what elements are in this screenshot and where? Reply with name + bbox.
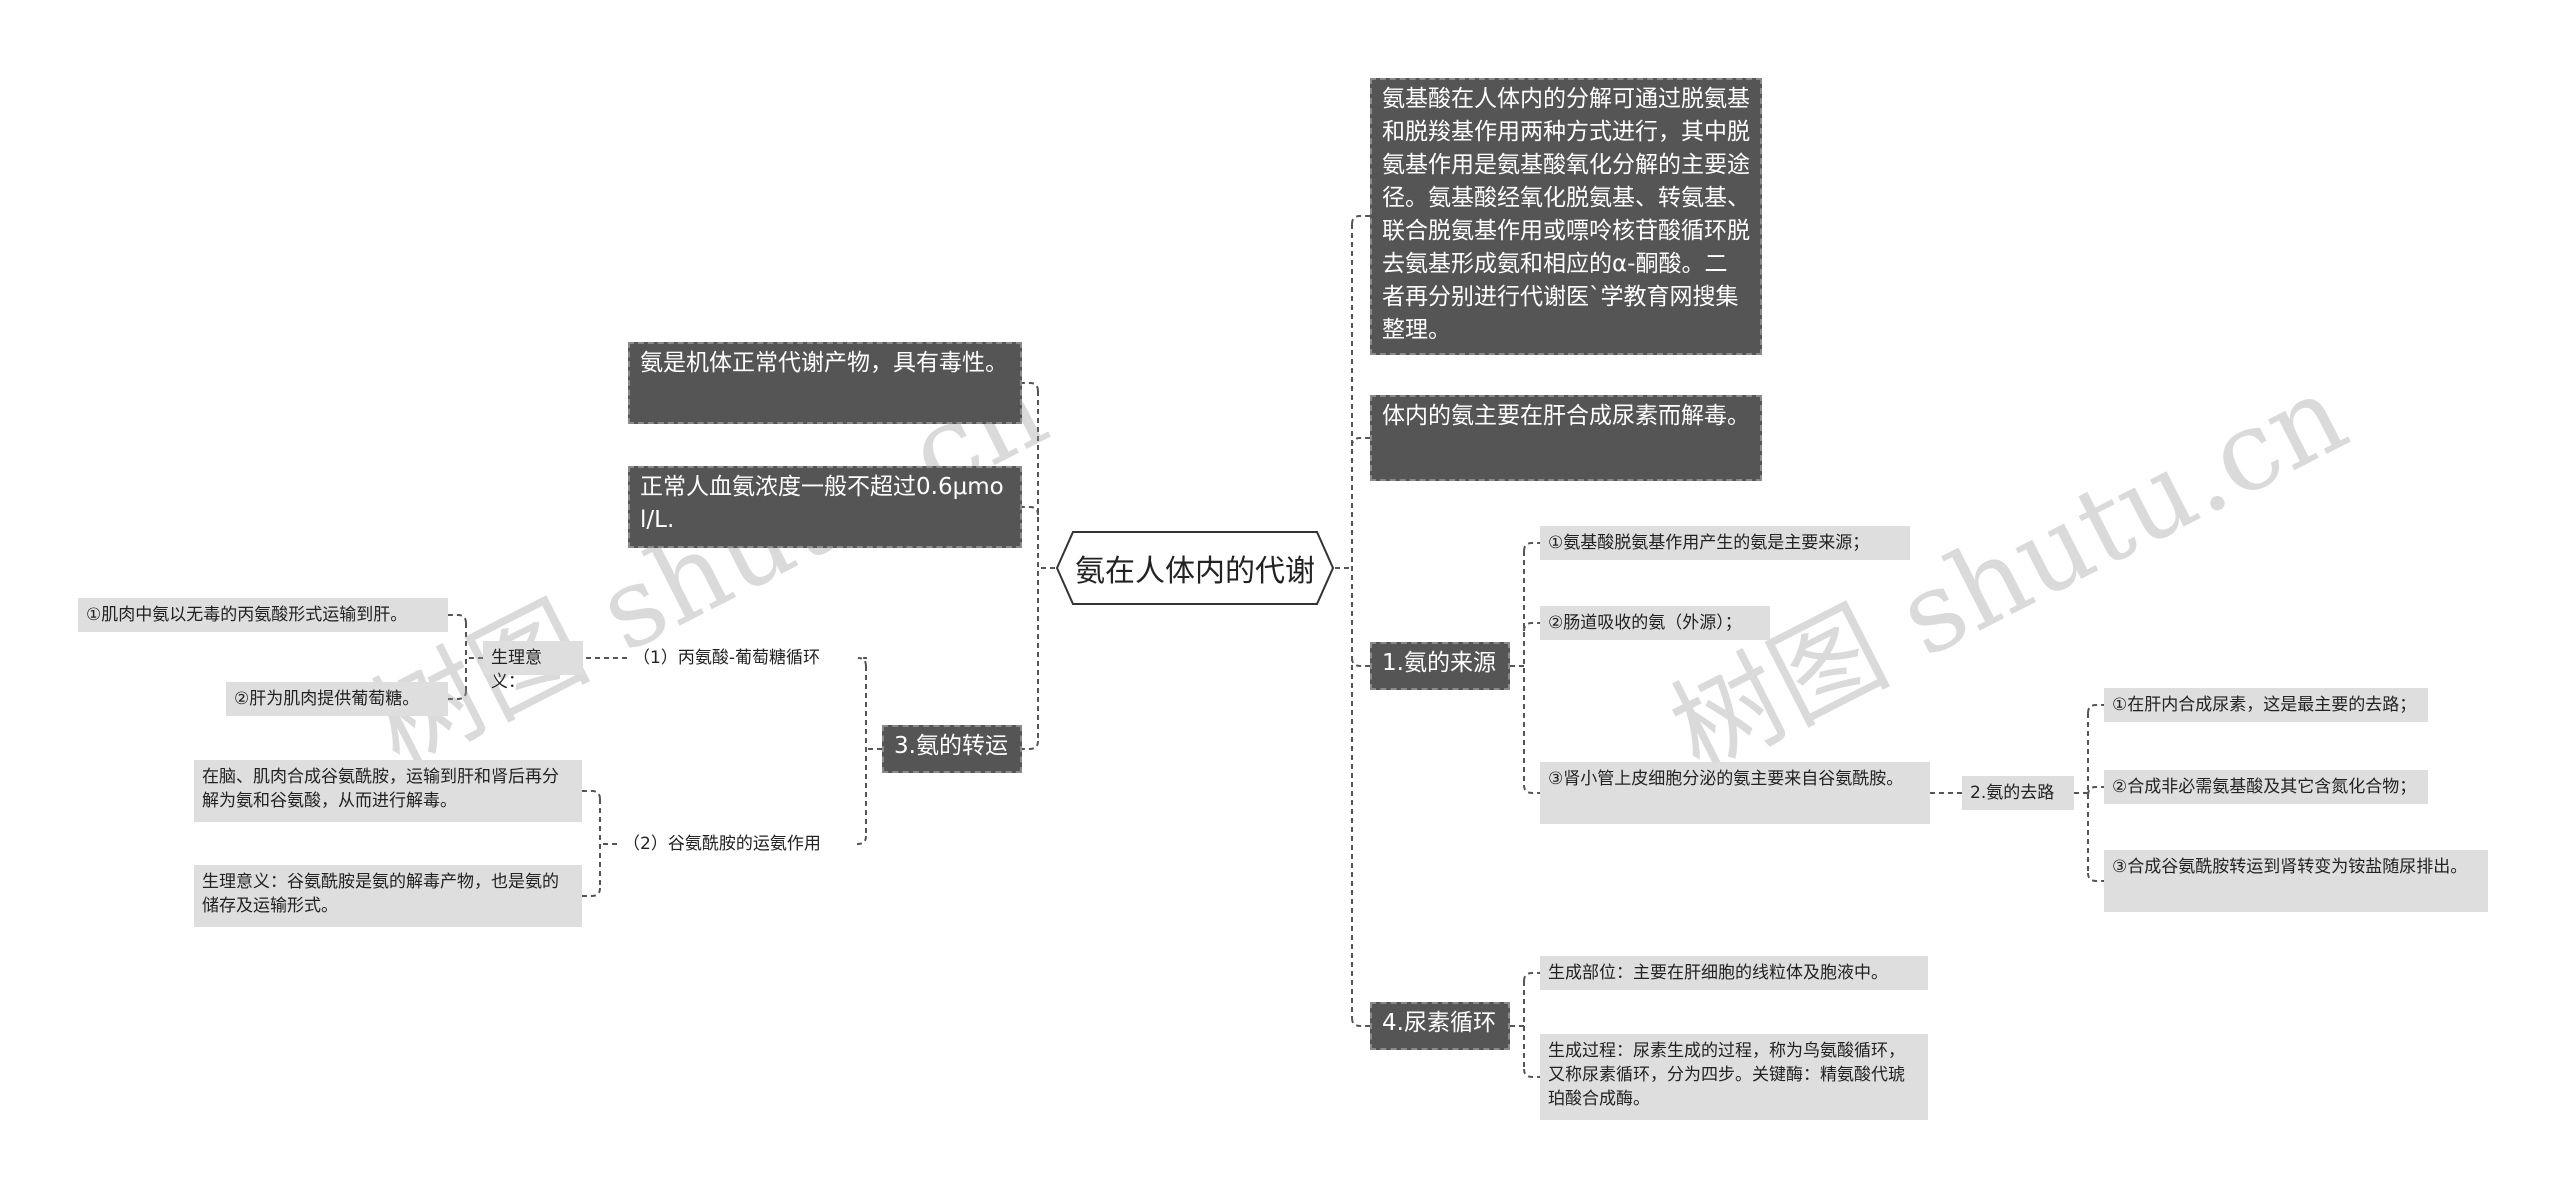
- cycle-item-1[interactable]: 生成部位：主要在肝细胞的线粒体及胞液中。: [1540, 956, 1928, 990]
- fate-item-3[interactable]: ③合成谷氨酰胺转运到肾转变为铵盐随尿排出。: [2104, 850, 2488, 912]
- fate-node[interactable]: 2.氨的去路: [1962, 776, 2074, 810]
- link-root-left-branch-1: [1022, 506, 1039, 516]
- link-source-branch-1: [1523, 622, 1540, 632]
- fate-item-1[interactable]: ①在肝内合成尿素，这是最主要的去路；: [2104, 688, 2428, 722]
- source-item-1[interactable]: ①氨基酸脱氨基作用产生的氨是主要来源；: [1540, 526, 1910, 560]
- link-glutamine-branch-0: [582, 790, 601, 800]
- link-root-right-branch-1: [1351, 437, 1370, 447]
- link-root-right-branch-2: [1351, 657, 1370, 667]
- link-cycle-branch-0: [1523, 972, 1540, 982]
- link-source-branch-0: [1523, 542, 1540, 552]
- link-transport-branch-1: [857, 835, 867, 845]
- link-root-left-branch-0: [1022, 382, 1039, 392]
- alanine-item-2[interactable]: ②肝为肌肉提供葡萄糖。: [226, 682, 448, 716]
- link-fate-branch-2: [2087, 872, 2104, 882]
- link-root-right-branch-0: [1351, 215, 1370, 225]
- urea-cycle-node[interactable]: 4.尿素循环: [1370, 1002, 1510, 1050]
- link-fate-branch-1: [2087, 786, 2104, 796]
- link-significance-branch-0: [448, 614, 467, 624]
- root-node[interactable]: 氨在人体内的代谢: [1055, 530, 1335, 606]
- normal-level-node[interactable]: 正常人血氨浓度一般不超过0.6μmol/L.: [628, 466, 1022, 548]
- link-fate-branch-0: [2087, 704, 2104, 714]
- fate-item-2[interactable]: ②合成非必需氨基酸及其它含氮化合物；: [2104, 770, 2428, 804]
- link-root-right-branch-3: [1351, 1017, 1370, 1027]
- source-item-3[interactable]: ③肾小管上皮细胞分泌的氨主要来自谷氨酰胺。: [1540, 762, 1930, 824]
- intro-node[interactable]: 氨基酸在人体内的分解可通过脱氨基和脱羧基作用两种方式进行，其中脱氨基作用是氨基酸…: [1370, 78, 1762, 355]
- source-item-2[interactable]: ②肠道吸收的氨（外源）；: [1540, 606, 1770, 640]
- toxic-node[interactable]: 氨是机体正常代谢产物，具有毒性。: [628, 342, 1022, 424]
- link-root-left-branch-2: [1022, 740, 1039, 750]
- link-source-branch-2: [1523, 784, 1540, 794]
- transport-node[interactable]: 3.氨的转运: [882, 725, 1022, 773]
- glutamine-item-2[interactable]: 生理意义：谷氨酰胺是氨的解毒产物，也是氨的储存及运输形式。: [194, 865, 582, 927]
- root-label: 氨在人体内的代谢: [1075, 554, 1315, 589]
- urea-detox-node[interactable]: 体内的氨主要在肝合成尿素而解毒。: [1370, 395, 1762, 481]
- root-hexagon-shape: [1055, 531, 1335, 605]
- link-cycle-branch-1: [1523, 1068, 1540, 1078]
- link-significance-branch-1: [448, 690, 467, 700]
- significance-label-node[interactable]: 生理意义：: [483, 641, 583, 692]
- link-glutamine-branch-1: [582, 887, 601, 897]
- source-node[interactable]: 1.氨的来源: [1370, 642, 1510, 690]
- alanine-cycle-node[interactable]: （1）丙氨酸-葡萄糖循环: [633, 648, 820, 668]
- glutamine-item-1[interactable]: 在脑、肌肉合成谷氨酰胺，运输到肝和肾后再分解为氨和谷氨酸，从而进行解毒。: [194, 760, 582, 822]
- alanine-item-1[interactable]: ①肌肉中氨以无毒的丙氨酸形式运输到肝。: [78, 598, 448, 632]
- cycle-item-2[interactable]: 生成过程：尿素生成的过程，称为鸟氨酸循环，又称尿素循环，分为四步。关键酶：精氨酸…: [1540, 1034, 1928, 1120]
- glutamine-transport-node[interactable]: （2）谷氨酰胺的运氨作用: [623, 834, 821, 854]
- link-transport-branch-0: [857, 657, 867, 667]
